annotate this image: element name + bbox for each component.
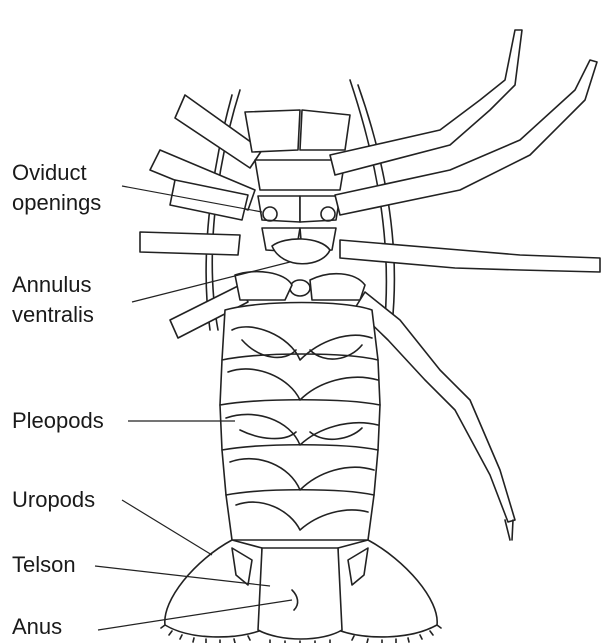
label-oviduct-openings: Oviduct openings: [12, 158, 101, 218]
abdomen-segments: [220, 303, 380, 541]
label-pleopods: Pleopods: [12, 406, 104, 436]
right-uropod-shape: [338, 540, 437, 637]
label-annulus-line1: Annulus: [12, 270, 94, 300]
left-legs: [140, 95, 262, 338]
label-telson: Telson: [12, 550, 76, 580]
tail-fan: [161, 540, 441, 643]
label-uropods: Uropods: [12, 485, 95, 515]
label-oviduct-line2: openings: [12, 188, 101, 218]
label-anus: Anus: [12, 612, 62, 642]
label-oviduct-line1: Oviduct: [12, 158, 101, 188]
label-annulus-ventralis: Annulus ventralis: [12, 270, 94, 330]
label-annulus-line2: ventralis: [12, 300, 94, 330]
left-uropod-shape: [165, 540, 262, 637]
telson-shape: [258, 548, 342, 639]
uropods-leader: [122, 500, 212, 555]
